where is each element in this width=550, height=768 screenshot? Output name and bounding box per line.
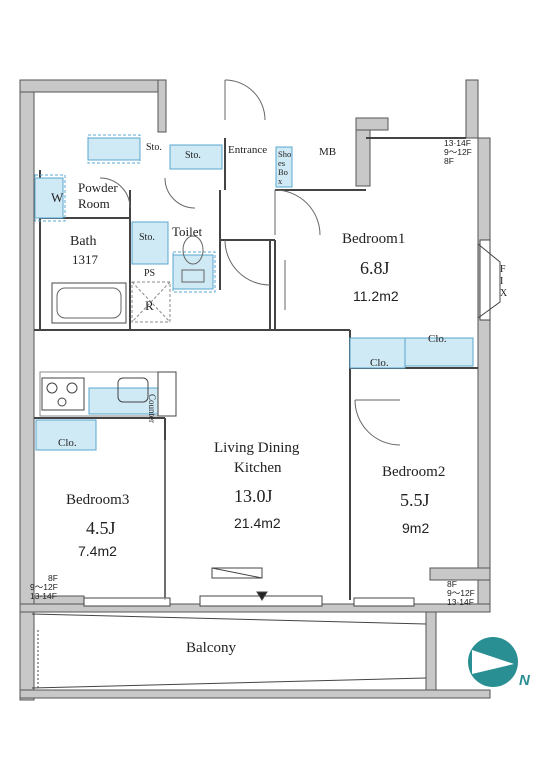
entrance-label: Entrance xyxy=(228,144,268,156)
floor-note-bottom-left: 8F 9～12F 13·14F xyxy=(30,574,58,601)
floor-note-line: 9～12F xyxy=(30,582,58,592)
sto-3-label: Sto. xyxy=(139,232,155,243)
floor-note-line: 9～12F xyxy=(444,147,472,157)
floor-note-line: 8F xyxy=(48,573,58,583)
floor-note-line: 8F xyxy=(447,579,457,589)
shoes-box-label: Shoes Box xyxy=(278,149,292,186)
bedroom1-name: Bedroom1 xyxy=(342,231,406,247)
floor-note-bottom-right: 8F 9～12F 13·14F xyxy=(447,580,475,607)
stove xyxy=(39,371,177,417)
misc-marks xyxy=(31,440,427,690)
bedroom3-area: 7.4m2 xyxy=(78,543,117,559)
ldk-jo: 13.0J xyxy=(234,486,273,506)
powder-room-label: Powder Room xyxy=(78,180,118,211)
sto-1-label: Sto. xyxy=(146,142,162,153)
floor-note-line: 13·14F xyxy=(444,138,471,148)
floor-note-line: 8F xyxy=(444,156,454,166)
toilet-fixture xyxy=(181,235,205,283)
dashed-outlines xyxy=(34,134,216,451)
bedroom3-name: Bedroom3 xyxy=(66,492,130,508)
compass-icon xyxy=(468,637,518,687)
doors xyxy=(99,79,401,446)
clo-bedroom1-label: Clo. xyxy=(428,333,447,345)
w-label: W xyxy=(51,190,64,205)
refrigerator-space xyxy=(131,281,171,323)
bath-size-label: 1317 xyxy=(72,252,98,267)
ldk-name-line2: Kitchen xyxy=(234,460,282,476)
r-label: R xyxy=(145,298,154,313)
counter-label: Counter xyxy=(147,394,157,423)
toilet-label: Toilet xyxy=(172,224,203,239)
bedroom1-area: 11.2m2 xyxy=(353,288,399,304)
bedroom2-name: Bedroom2 xyxy=(382,464,446,480)
fix-label: FIX xyxy=(500,264,508,299)
bedroom2-area: 9m2 xyxy=(402,520,430,536)
windows xyxy=(83,239,501,607)
floor-note-line: 9～12F xyxy=(447,588,475,598)
fixtures xyxy=(34,137,474,451)
mb-label: MB xyxy=(319,146,337,158)
bedroom2-jo: 5.5J xyxy=(400,490,430,510)
compass-north-label: N xyxy=(519,672,530,689)
bath-label: Bath xyxy=(70,234,97,249)
sto-2-label: Sto. xyxy=(185,150,201,161)
bedroom3-jo: 4.5J xyxy=(86,518,116,538)
floor-note-line: 13·14F xyxy=(30,591,57,601)
floor-note-top-right: 13·14F 9～12F 8F xyxy=(444,139,472,166)
bathtub xyxy=(51,282,127,324)
bedroom1-jo: 6.8J xyxy=(360,258,390,278)
clo-bedroom3-label: Clo. xyxy=(58,437,77,449)
clo-bedroom2-label: Clo. xyxy=(370,357,389,369)
ldk-name-line1: Living Dining xyxy=(214,440,300,456)
balcony-label: Balcony xyxy=(186,640,236,656)
floor-note-line: 13·14F xyxy=(447,597,474,607)
ps-label: PS xyxy=(144,268,156,279)
ldk-area: 21.4m2 xyxy=(234,515,281,531)
